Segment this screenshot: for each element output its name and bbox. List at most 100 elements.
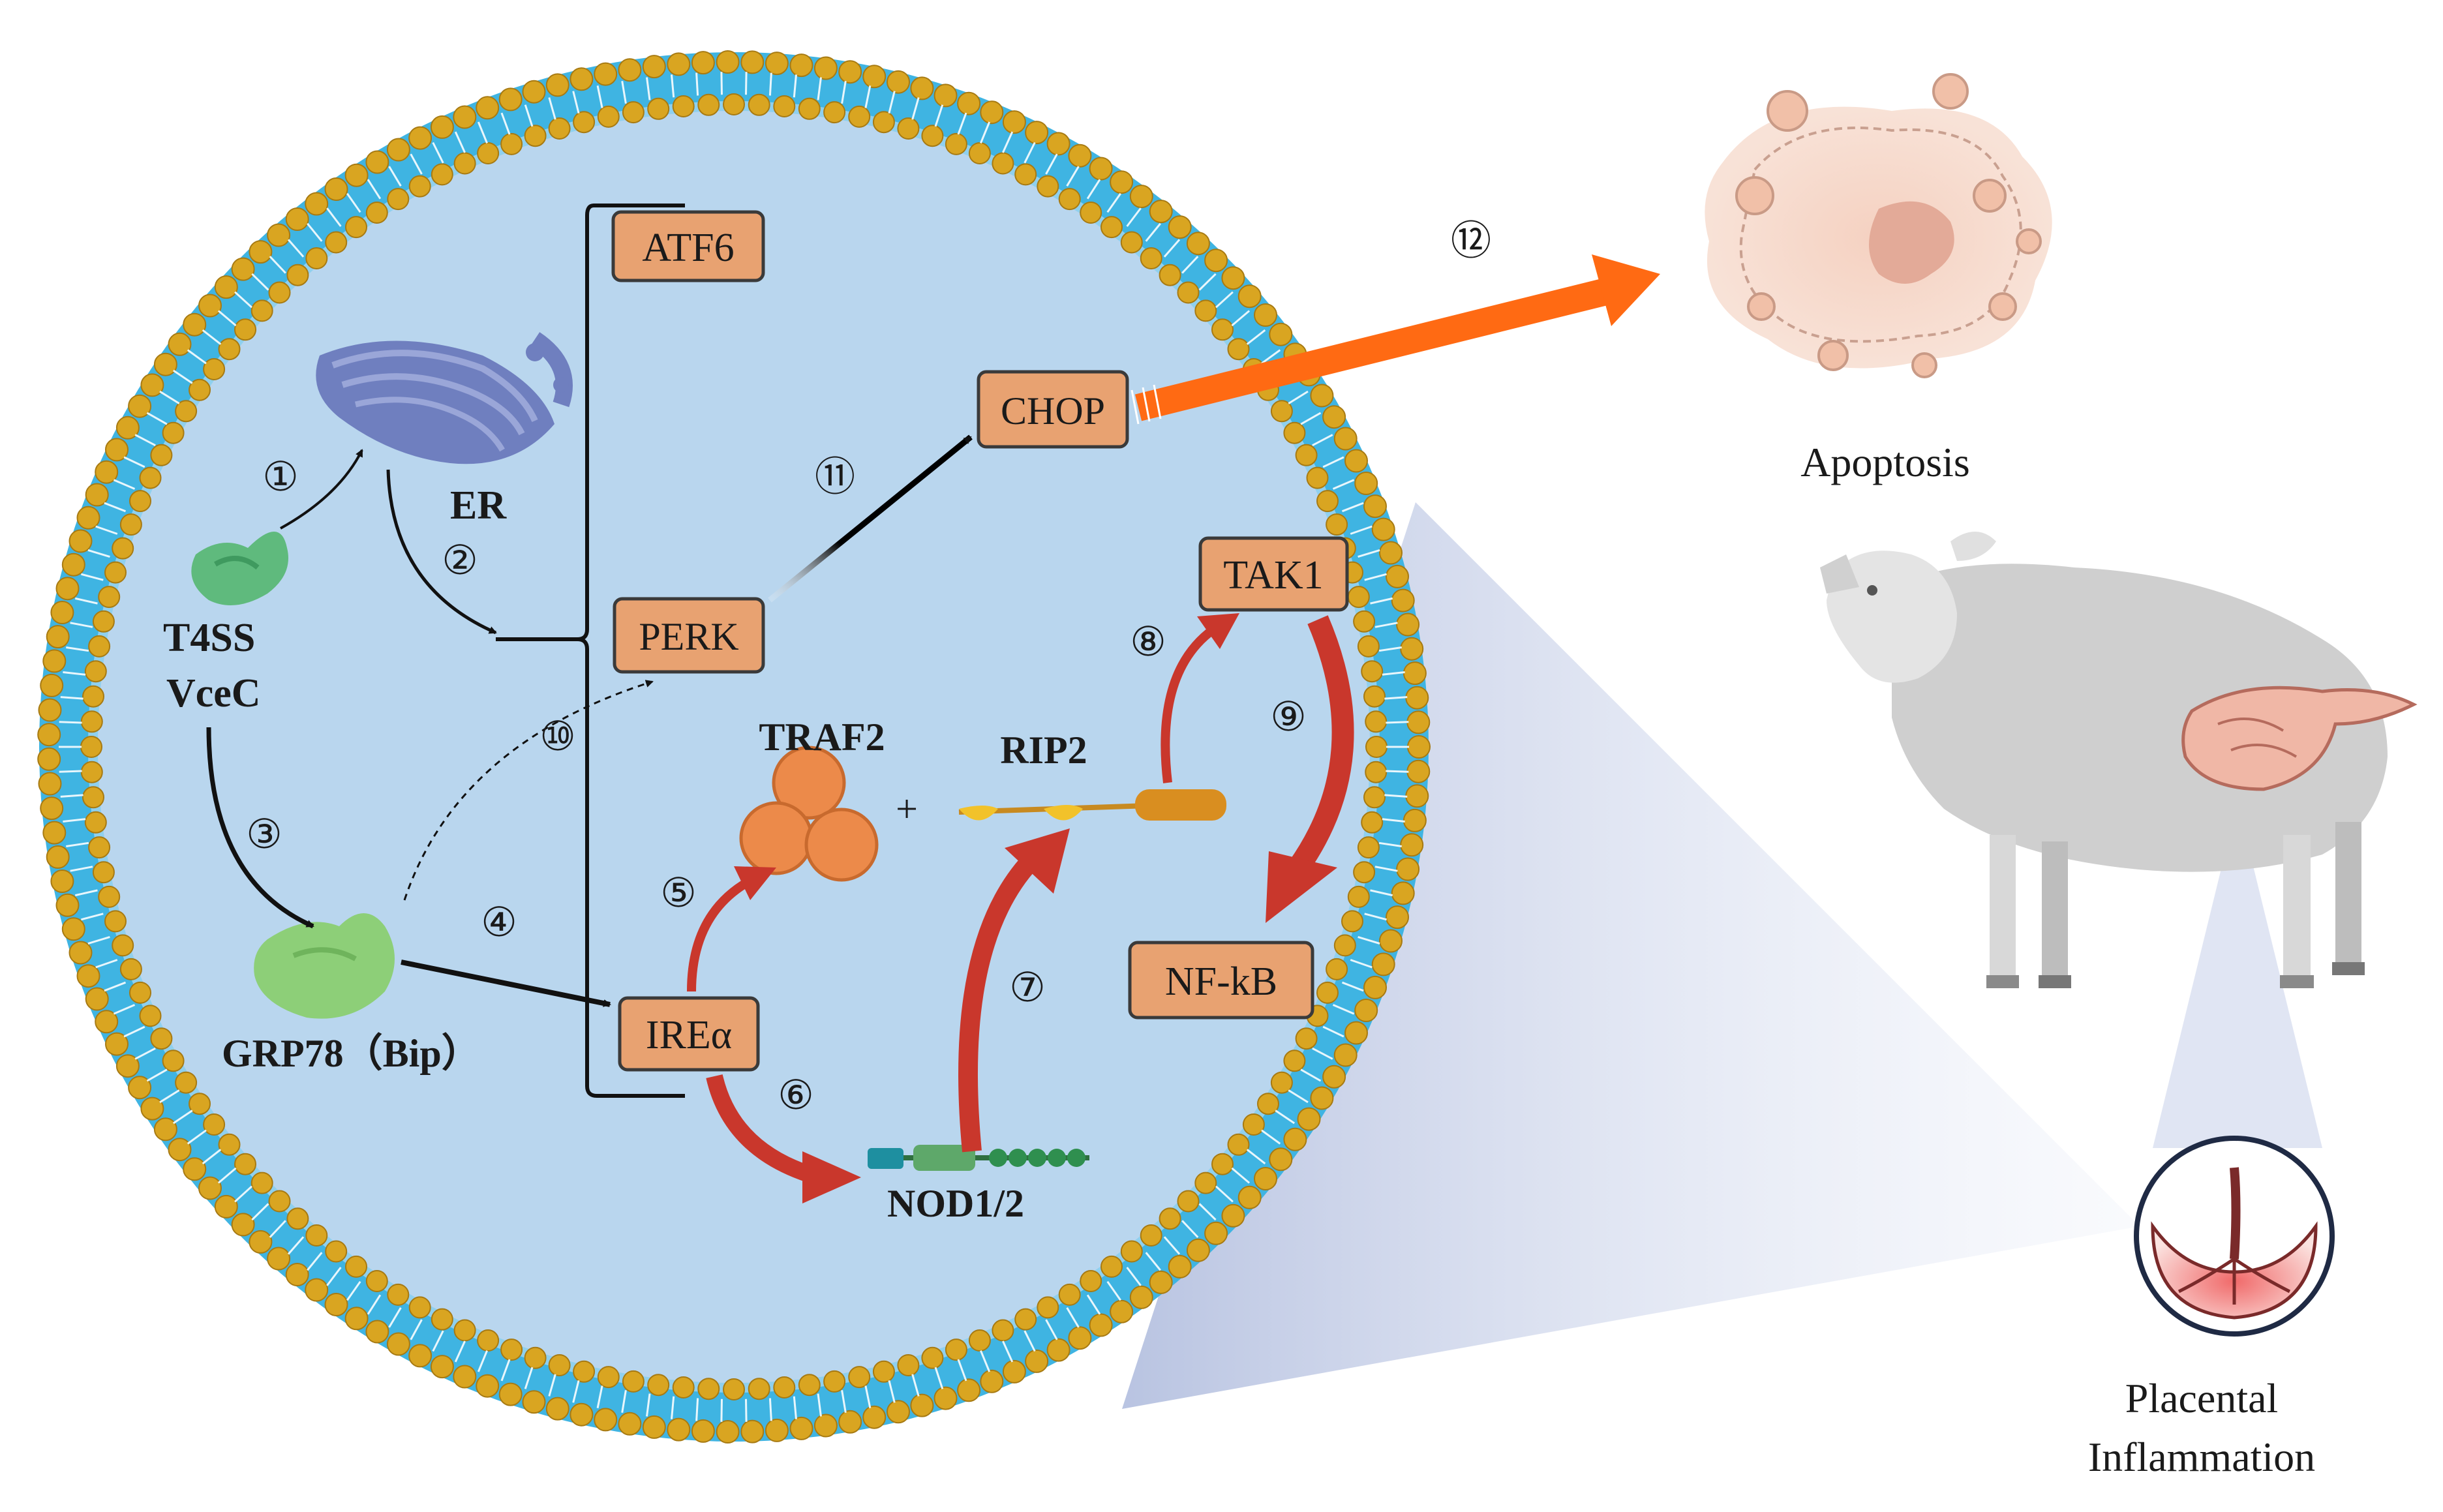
lipid-head	[453, 152, 476, 175]
t4ss-label: T4SS	[163, 616, 255, 660]
lipid-tail	[500, 1359, 511, 1382]
lipid-head	[1361, 660, 1384, 683]
lipid-tail	[1106, 192, 1122, 213]
step-6: ⑥	[778, 1071, 814, 1119]
lipid-head	[1386, 905, 1409, 930]
lipid-head	[128, 394, 152, 418]
lipid-head	[1168, 1254, 1192, 1278]
lipid-head	[183, 312, 207, 337]
step-3: ③	[246, 810, 282, 858]
lipid-tail	[326, 207, 342, 227]
lipid-head	[594, 62, 618, 86]
lipid-tail	[1066, 1307, 1080, 1328]
lipid-head	[198, 1176, 222, 1200]
lipid-tail	[410, 1319, 423, 1340]
lipid-head	[1333, 934, 1356, 957]
lipid-tail	[1312, 1047, 1333, 1060]
lipid-head	[183, 1157, 207, 1181]
lipid-head	[203, 358, 226, 380]
lipid-head	[1405, 784, 1429, 808]
lipid-tail	[1312, 434, 1333, 447]
lipid-head	[992, 1319, 1014, 1342]
lipid-tail	[768, 1398, 772, 1421]
lipid-tail	[957, 112, 967, 135]
lipid-tail	[1378, 646, 1402, 652]
lipid-tail	[95, 959, 118, 969]
lipid-head	[618, 58, 642, 82]
lipid-head	[119, 958, 142, 980]
lipid-head	[748, 93, 770, 116]
lipid-tail	[1181, 1220, 1199, 1238]
lipid-head	[1120, 1240, 1143, 1263]
irea-box: IREα	[618, 996, 760, 1072]
lipid-head	[175, 1071, 198, 1094]
lipid-tail	[1231, 310, 1251, 327]
lipid-head	[68, 941, 93, 965]
lipid-tail	[1145, 222, 1161, 242]
lipid-head	[697, 93, 720, 116]
lipid-head	[498, 87, 523, 112]
lipid-head	[61, 917, 85, 941]
placenta-magnifier-icon	[2134, 1136, 2335, 1337]
lipid-head	[431, 1308, 453, 1331]
lipid-tail	[59, 721, 82, 724]
lipid-tail	[980, 1350, 991, 1372]
lipid-head	[231, 257, 255, 281]
lipid-tail	[1024, 1330, 1036, 1352]
lipid-tail	[477, 1350, 488, 1372]
lipid-head	[823, 101, 846, 124]
arrow-step-2	[386, 469, 497, 635]
arrow-step-9	[1289, 615, 1354, 874]
lipid-head	[691, 51, 715, 75]
lipid-tail	[60, 696, 83, 700]
lipid-head	[716, 1420, 740, 1444]
lipid-head	[992, 152, 1014, 175]
lipid-tail	[1163, 1236, 1181, 1255]
lipid-tail	[202, 329, 222, 345]
lipid-tail	[1024, 142, 1036, 164]
lipid-head	[153, 1117, 177, 1142]
step-5: ⑤	[660, 869, 697, 916]
lipid-head	[1283, 1050, 1306, 1072]
lipid-head	[1058, 188, 1081, 211]
lipid-head	[813, 1414, 838, 1438]
lipid-head	[249, 1230, 273, 1254]
lipid-tail	[104, 981, 127, 992]
lipid-head	[203, 1113, 226, 1136]
lipid-tail	[81, 573, 104, 581]
lipid-tail	[1332, 479, 1355, 490]
lipid-tail	[146, 412, 168, 425]
lipid-head	[921, 1346, 944, 1369]
lipid-tail	[864, 1385, 872, 1408]
lipid-head	[1354, 999, 1378, 1022]
lipid-head	[168, 332, 192, 356]
lipid-head	[268, 1190, 291, 1213]
lipid-tail	[367, 1294, 382, 1315]
lipid-head	[115, 1054, 140, 1078]
lipid-head	[597, 105, 620, 128]
lipid-head	[128, 1076, 152, 1100]
lipid-head	[55, 893, 80, 917]
lipid-head	[324, 177, 348, 201]
lipid-head	[218, 338, 241, 361]
lipid-head	[46, 845, 70, 869]
lipid-tail	[432, 1330, 444, 1352]
lipid-head	[1347, 586, 1370, 609]
lipid-head	[1407, 735, 1431, 759]
apoptosis-label: Apoptosis	[1800, 439, 1970, 485]
lipid-tail	[957, 1359, 967, 1382]
lipid-tail	[720, 72, 723, 95]
lipid-head	[249, 240, 273, 264]
lipid-head	[1341, 910, 1363, 933]
lipid-head	[1406, 759, 1431, 783]
lipid-tail	[63, 818, 86, 823]
lipid-head	[1257, 1093, 1279, 1115]
lipid-tail	[1364, 573, 1387, 581]
irea-label: IREα	[646, 1013, 732, 1057]
lipid-head	[1140, 1224, 1162, 1247]
lipid-head	[569, 1402, 594, 1427]
lipid-head	[153, 352, 177, 376]
lipid-tail	[74, 889, 98, 897]
lipid-tail	[187, 349, 207, 365]
lipid-head	[88, 635, 111, 658]
